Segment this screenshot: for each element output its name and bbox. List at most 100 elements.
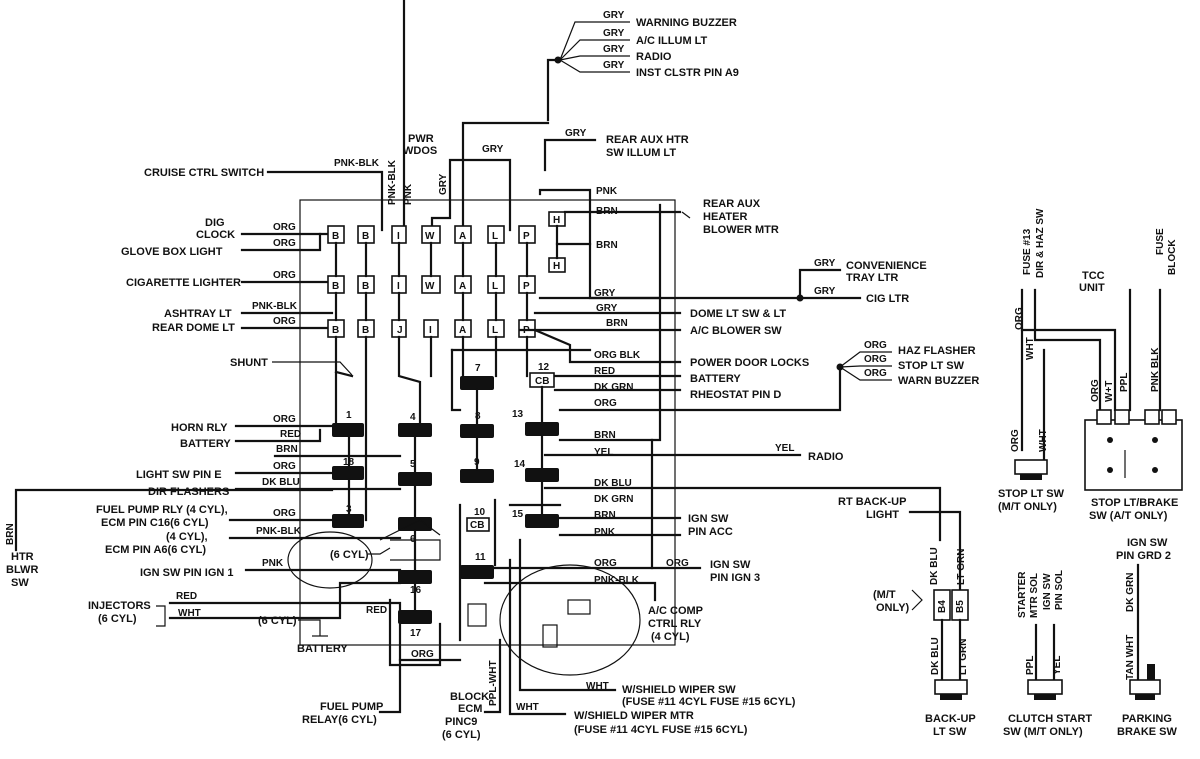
wire-lt-grn-bu: LT GRN (958, 639, 969, 675)
wire-wht-inj: WHT (178, 608, 201, 619)
svg-text:4: 4 (410, 412, 416, 423)
label-cruise: CRUISE CTRL SWITCH (144, 167, 264, 179)
svg-text:17: 17 (410, 628, 422, 639)
wire-brn-htr: BRN (5, 523, 16, 545)
wire-brn-r2: BRN (596, 240, 618, 251)
svg-text:I: I (397, 281, 400, 292)
label-ac-illum: A/C ILLUM LT (636, 35, 708, 47)
label-radio-top: RADIO (636, 51, 672, 63)
svg-text:I: I (429, 325, 432, 336)
wire-brn-r1: BRN (596, 206, 618, 217)
label-parking-1: PARKING (1122, 713, 1172, 725)
label-mt-only-1: (M/T (873, 589, 896, 601)
wire-brn-ac: BRN (606, 318, 628, 329)
wire-ppl-stop-brake: PPL (1119, 373, 1130, 392)
connector-row-2: B B I W A L P (327, 275, 536, 294)
label-pwr: PWR (408, 133, 434, 145)
svg-text:B: B (332, 325, 339, 336)
label-6cyl-b: (6 CYL) (258, 615, 297, 627)
wire-brn-acc: BRN (594, 510, 616, 521)
label-battery-left: BATTERY (180, 438, 231, 450)
svg-text:L: L (492, 231, 498, 242)
label-clock: CLOCK (196, 229, 235, 241)
label-injectors-2: (6 CYL) (98, 613, 137, 625)
label-fuel-pump-3: (4 CYL), (166, 531, 208, 543)
label-htr: HTR (11, 551, 34, 563)
label-rheostat: RHEOSTAT PIN D (690, 389, 781, 401)
wire-dk-blu-r: DK BLU (594, 478, 632, 489)
label-rear-aux-heater-2: HEATER (703, 211, 747, 223)
label-ac-blower: A/C BLOWER SW (690, 325, 782, 337)
label-ign-sw-acc-1: IGN SW (688, 513, 729, 525)
svg-text:P: P (523, 281, 530, 292)
label-wiper-mtr-1: W/SHIELD WIPER MTR (574, 710, 694, 722)
svg-text:7: 7 (475, 363, 481, 374)
label-stop-lt-sw: STOP LT SW (898, 360, 965, 372)
label-backup-lt-1: BACK-UP (925, 713, 976, 725)
svg-text:P: P (523, 231, 530, 242)
wire-dk-blu-dir: DK BLU (262, 477, 300, 488)
label-injectors-1: INJECTORS (88, 600, 151, 612)
label-sw: SW (11, 577, 29, 589)
svg-text:B: B (362, 325, 369, 336)
svg-text:10: 10 (474, 507, 486, 518)
wire-dk-blu-bu: DK BLU (930, 637, 941, 675)
label-backup-lt-2: LT SW (933, 726, 967, 738)
wire-gry-v: GRY (438, 173, 449, 195)
label-ign-sw-ign3-1: IGN SW (710, 559, 751, 571)
label-cig-ltr: CIG LTR (866, 293, 909, 305)
label-block-4: (6 CYL) (442, 729, 481, 741)
label-rear-aux-heater-3: BLOWER MTR (703, 224, 779, 236)
wire-gry-dome: GRY (596, 303, 618, 314)
label-tcc-1: TCC (1082, 270, 1105, 282)
wire-org-fuel: ORG (273, 508, 296, 519)
svg-text:H: H (553, 215, 560, 226)
wire-gry-rear: GRY (565, 128, 587, 139)
wire-red-17: RED (366, 605, 387, 616)
wire-wht-sw: WHT (586, 681, 609, 692)
wire-brn-1: BRN (276, 444, 298, 455)
label-fuel-pump-relay-2: RELAY(6 CYL) (302, 714, 377, 726)
wire-org-stop-brake: ORG (1090, 379, 1101, 402)
wire-lt-grn-b5: LT GRN (956, 549, 967, 585)
label-clutch-1: CLUTCH START (1008, 713, 1092, 725)
fuses: 1 18 3 4 5 6 16 17 7 8 9 CB 10 11 CB 12 … (287, 348, 592, 667)
label-power-door: POWER DOOR LOCKS (690, 357, 809, 369)
label-convenience-2: TRAY LTR (846, 272, 898, 284)
wire-ppl-wht: PPL-WHT (488, 660, 499, 706)
connector-row-1: B B I W A L P (327, 225, 536, 244)
wire-gry-3: GRY (603, 44, 625, 55)
svg-text:J: J (397, 325, 403, 336)
svg-text:W: W (425, 281, 435, 292)
wire-pnk-r: PNK (596, 186, 618, 197)
label-fuel-pump-2: ECM PIN C16(6 CYL) (101, 517, 209, 529)
label-tcc-2: UNIT (1079, 282, 1105, 294)
label-stop-brake-2: SW (A/T ONLY) (1089, 510, 1168, 522)
svg-text:W: W (425, 231, 435, 242)
wire-org-stop-mt: ORG (1010, 429, 1021, 452)
label-glove-box: GLOVE BOX LIGHT (121, 246, 223, 258)
wire-gry-pwr: GRY (482, 144, 504, 155)
label-ign-sw-ign1: IGN SW PIN IGN 1 (140, 567, 234, 579)
svg-text:5: 5 (410, 459, 416, 470)
label-battery-bottom: BATTERY (297, 643, 348, 655)
wire-gry-r1: GRY (594, 288, 616, 299)
svg-text:B: B (362, 281, 369, 292)
label-radio-right: RADIO (808, 451, 844, 463)
label-block-3: PINC9 (445, 716, 477, 728)
wire-org-ign3b: ORG (666, 558, 689, 569)
wire-gry-1: GRY (603, 10, 625, 21)
wire-org-fuse13: ORG (1014, 307, 1025, 330)
label-rt-backup-2: LIGHT (866, 509, 899, 521)
label-rear-dome: REAR DOME LT (152, 322, 235, 334)
label-ign-sw-grd-1: IGN SW (1127, 537, 1168, 549)
label-haz-flasher: HAZ FLASHER (898, 345, 976, 357)
svg-text:B4: B4 (937, 600, 948, 613)
wire-org-horn: ORG (273, 414, 296, 425)
svg-text:L: L (492, 281, 498, 292)
label-ign-sw-acc-2: PIN ACC (688, 526, 733, 538)
wire-pnk-blk-acc: PNK-BLK (594, 575, 640, 586)
label-block-1: BLOCK (450, 691, 489, 703)
label-fuel-pump-relay-1: FUEL PUMP (320, 701, 383, 713)
